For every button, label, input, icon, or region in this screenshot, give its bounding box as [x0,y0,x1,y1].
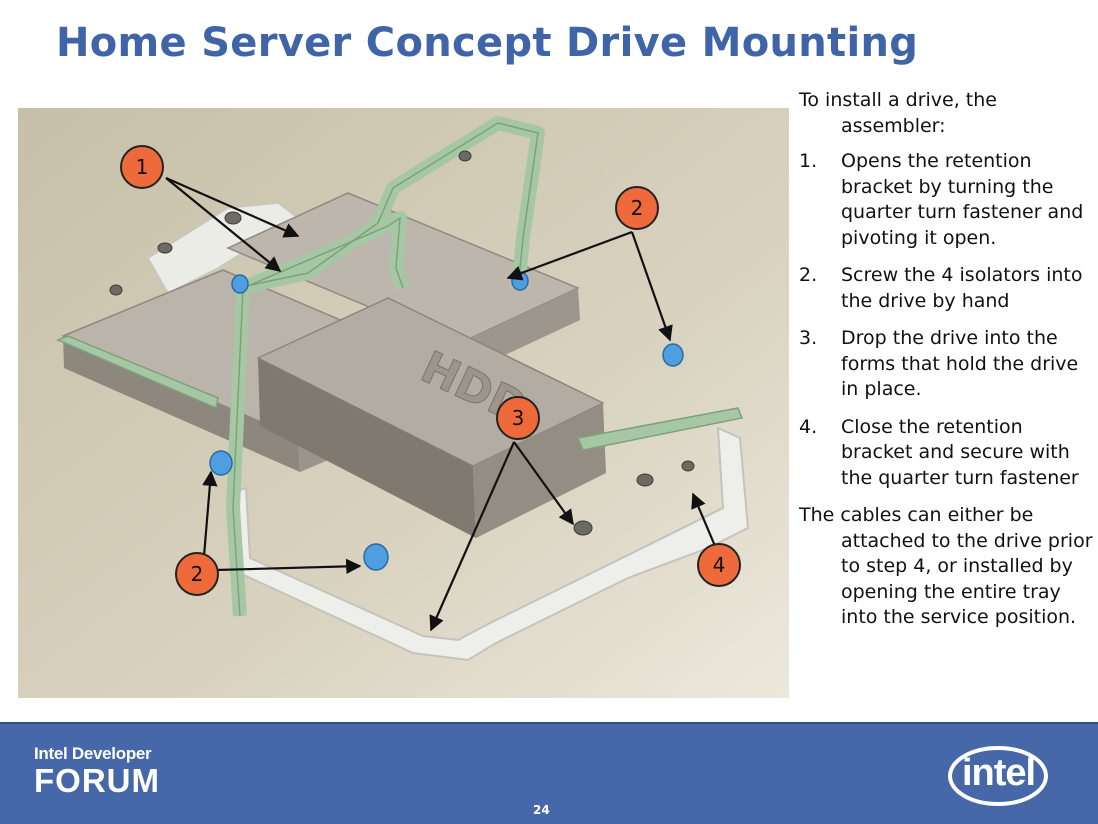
footer-bar [0,722,1098,824]
intel-logo: intel [962,752,1036,794]
idf-logo-line2: FORUM [34,762,160,799]
callout-arrows [165,176,717,632]
instructions-intro: To install a drive, the assembler: [799,89,997,137]
step-text: Opens the retention bracket by turning t… [841,150,1084,249]
retention-bracket-outline [232,122,539,617]
callout-label-1: 1 [136,155,149,179]
step-text: Drop the drive into the forms that hold … [841,327,1079,400]
callout-label-3: 3 [512,406,525,430]
instruction-step: 3. Drop the drive into the forms that ho… [799,326,1095,403]
callout-markers [120,145,741,596]
callout-labels: 1 2 2 3 4 [136,155,726,586]
callout-label-2-upper: 2 [631,196,644,220]
instruction-step: 4. Close the retention bracket and secur… [799,415,1095,492]
idf-logo-line1: Intel Developer [34,744,152,763]
instruction-step: 1. Opens the retention bracket by turnin… [799,149,1095,251]
step-text: Close the retention bracket and secure w… [841,415,1079,489]
instruction-step: 2. Screw the 4 isolators into the drive … [799,263,1095,314]
page-number: 24 [533,803,550,817]
isolators [209,271,684,571]
callout-label-2-lower: 2 [191,562,204,586]
drive-mounting-illustration: HDD [18,108,789,698]
instructions-panel: To install a drive, the assembler: 1. Op… [799,88,1095,641]
step-text: Screw the 4 isolators into the drive by … [841,264,1083,312]
idf-logo: Intel Developer FORUM [34,744,160,798]
callout-marker-3 [496,396,540,440]
callout-marker-4 [697,543,741,587]
instructions-outro: The cables can either be attached to the… [799,504,1093,628]
intel-logo-swoosh-icon [948,746,1048,806]
slide-title: Home Server Concept Drive Mounting [56,20,919,66]
step-number: 3. [799,327,818,349]
callout-marker-2-lower [175,552,219,596]
step-number: 1. [799,150,818,172]
callout-marker-2-upper [615,186,659,230]
step-number: 4. [799,415,818,438]
fasteners [109,150,695,536]
callout-label-4: 4 [713,553,726,577]
callout-marker-1 [120,145,164,189]
green-rails [56,335,744,451]
step-number: 2. [799,264,818,286]
